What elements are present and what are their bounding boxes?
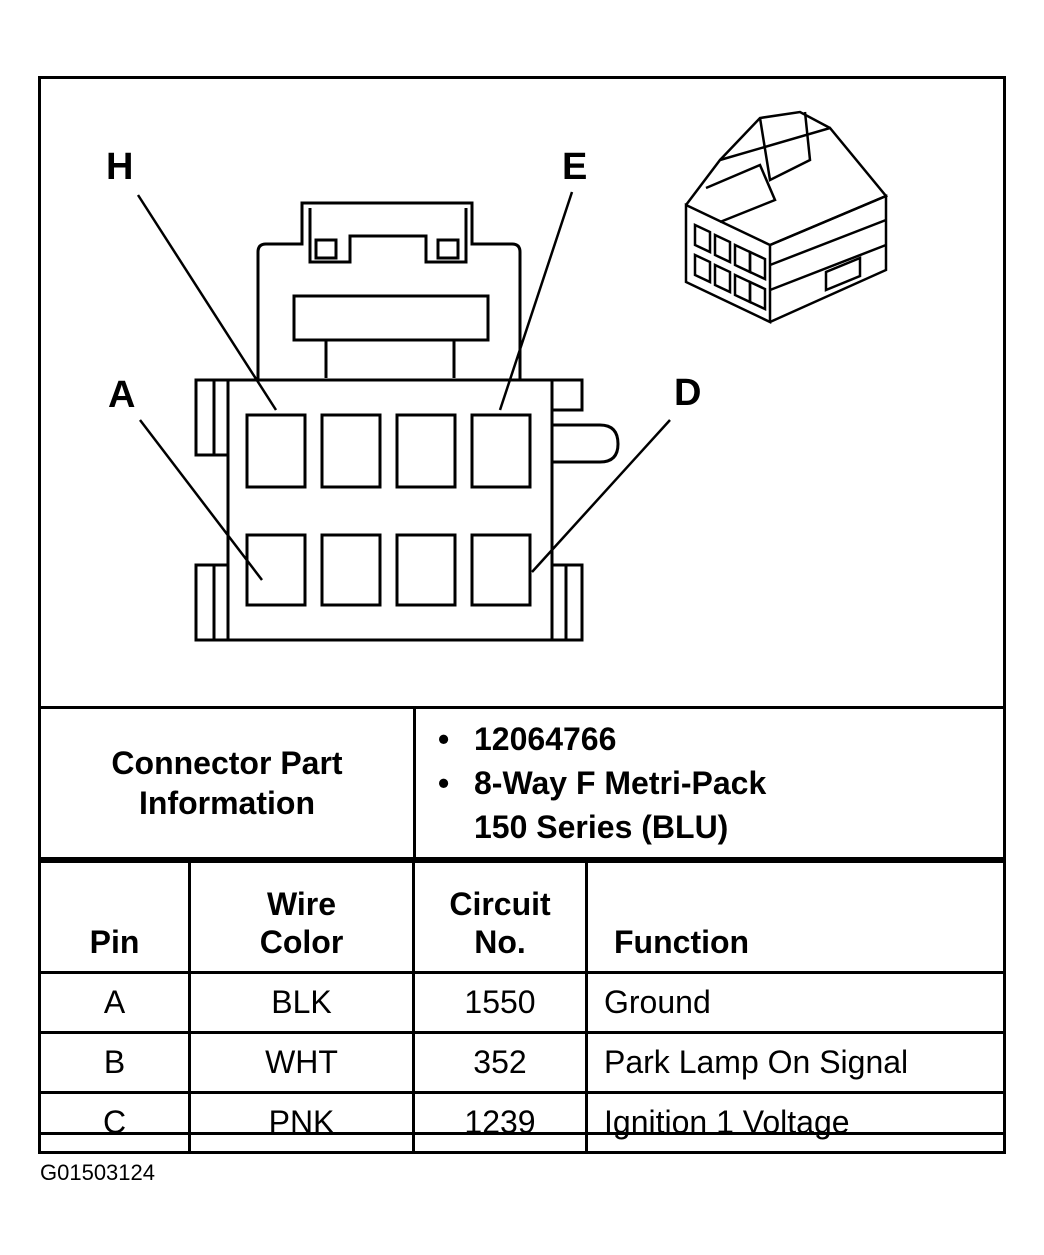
row-wire-color: WHT: [188, 1031, 415, 1094]
callout-d: D: [674, 372, 702, 414]
leader-lines: [136, 191, 671, 581]
table-row: C PNK 1239 Ignition 1 Voltage: [38, 1091, 1006, 1154]
connector-info-label-text: Connector Part Information: [111, 745, 343, 821]
table-header-row: Pin Wire Color Circuit No. Function: [38, 860, 1006, 974]
pin-table: Pin Wire Color Circuit No. Function A BL…: [38, 860, 1006, 1154]
table-row: B WHT 352 Park Lamp On Signal: [38, 1031, 1006, 1094]
connector-info-details: 12064766 8-Way F Metri-Pack 150 Series (…: [413, 706, 1006, 860]
table-row: A BLK 1550 Ground: [38, 971, 1006, 1034]
callout-h: H: [106, 146, 134, 188]
figure-id: G01503124: [40, 1160, 155, 1185]
header-circuit-no: Circuit No.: [412, 860, 588, 974]
connector-description-line1: 8-Way F Metri-Pack: [438, 761, 1003, 805]
row-function: Ignition 1 Voltage: [585, 1091, 1006, 1154]
row-wire-color: BLK: [188, 971, 415, 1034]
header-function: Function: [585, 860, 1006, 974]
header-pin: Pin: [38, 860, 191, 974]
row-pin: B: [38, 1031, 191, 1094]
connector-drawing: [136, 110, 889, 642]
connector-face: [194, 201, 620, 642]
callout-e: E: [562, 146, 588, 188]
header-wire-color-text: Wire Color: [259, 886, 344, 960]
row-circuit: 1239: [412, 1091, 588, 1154]
row-pin: C: [38, 1091, 191, 1154]
connector-3d-view: [684, 110, 889, 324]
row-pin: A: [38, 971, 191, 1034]
connector-description-line2: 150 Series (BLU): [474, 809, 729, 845]
connector-info-label: Connector Part Information: [38, 706, 416, 860]
callout-a: A: [108, 374, 136, 416]
part-number: 12064766: [438, 717, 1003, 761]
row-function: Park Lamp On Signal: [585, 1031, 1006, 1094]
row-function: Ground: [585, 971, 1006, 1034]
header-wire-color: Wire Color: [188, 860, 415, 974]
header-circuit-no-text: Circuit No.: [449, 886, 551, 960]
row-circuit: 352: [412, 1031, 588, 1094]
connector-info-table: Connector Part Information 12064766 8-Wa…: [38, 706, 1006, 860]
row-circuit: 1550: [412, 971, 588, 1034]
row-wire-color: PNK: [188, 1091, 415, 1154]
